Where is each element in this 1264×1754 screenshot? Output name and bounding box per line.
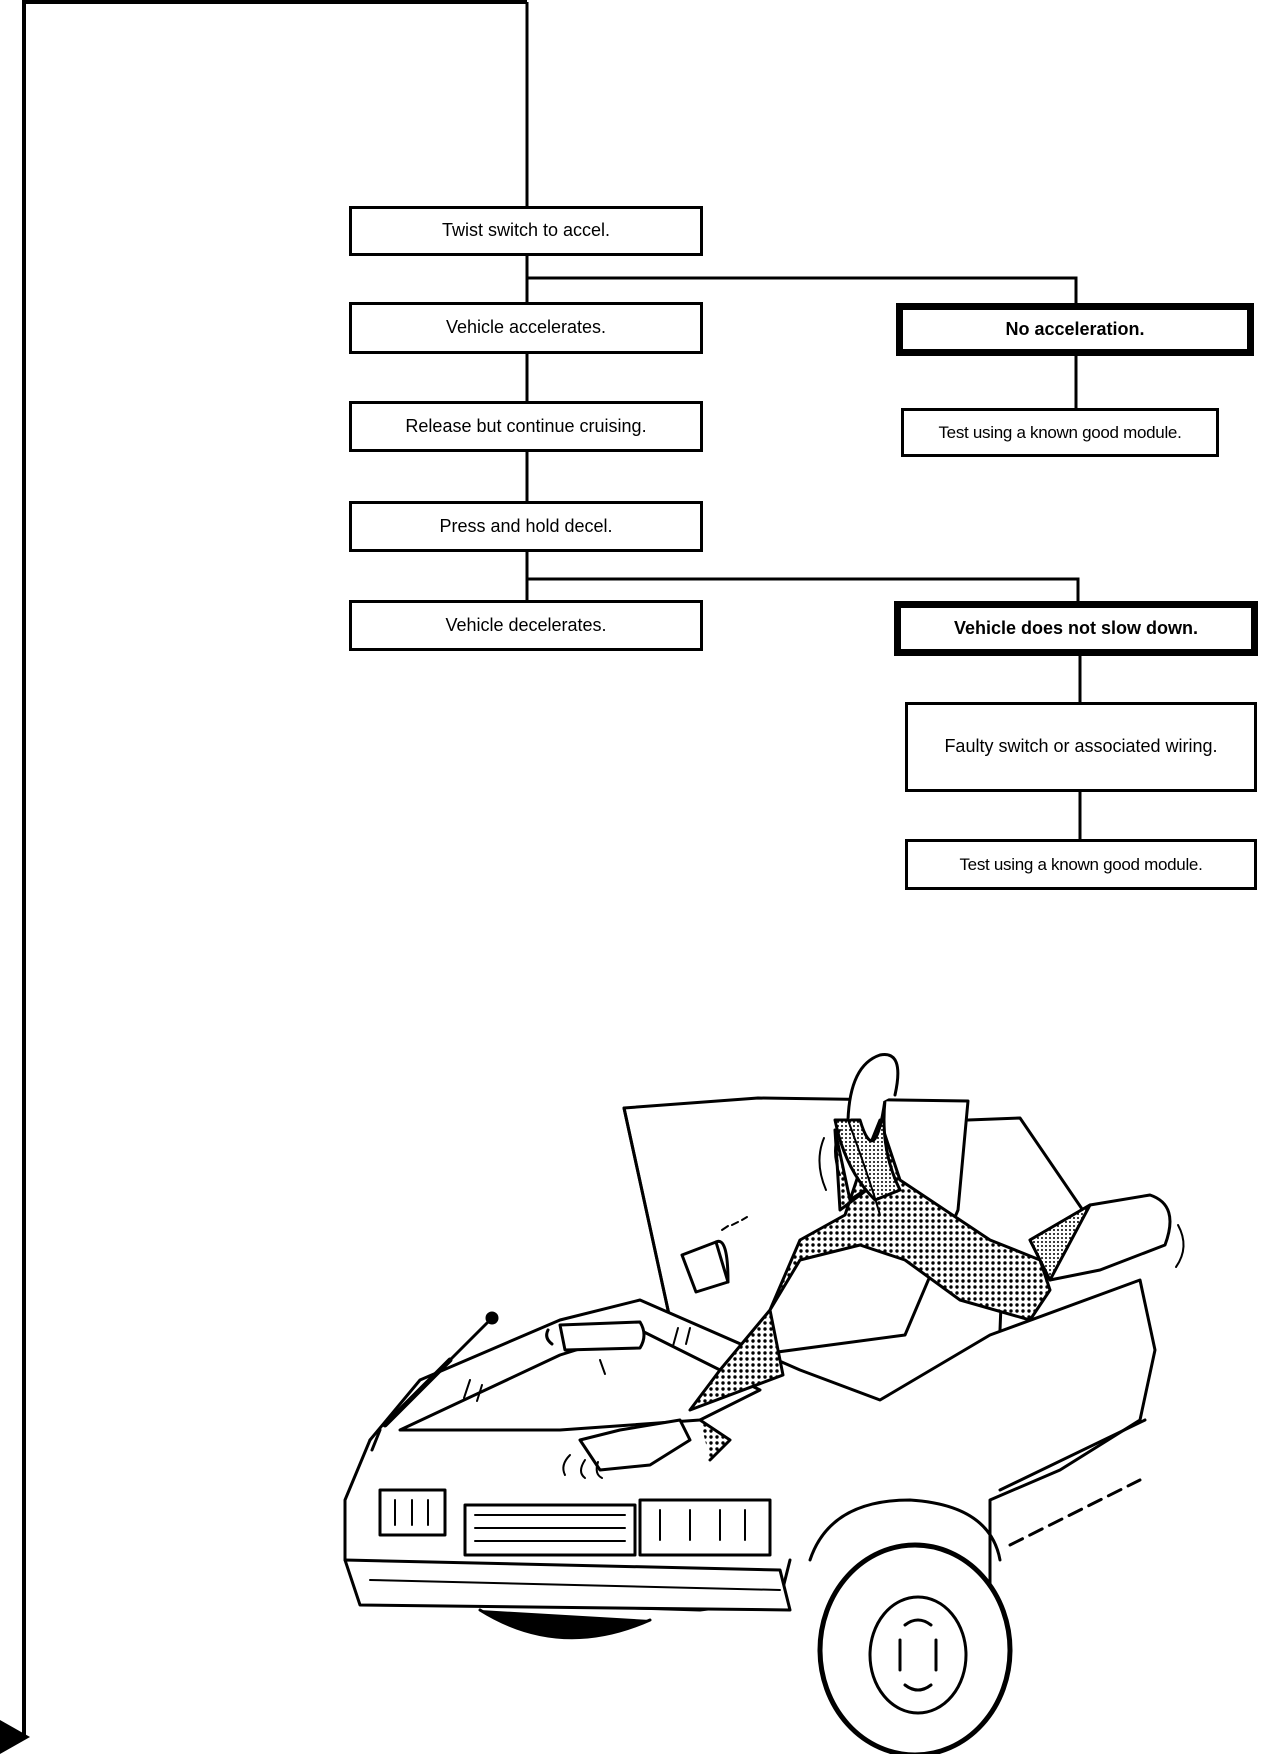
step-press-decel-label: Press and hold decel. bbox=[439, 515, 613, 536]
step-faulty-switch-label: Faulty switch or associated wiring. bbox=[944, 736, 1218, 757]
step-test-module-2-label: Test using a known good module. bbox=[959, 854, 1203, 874]
step-release-cruise-label: Release but continue cruising. bbox=[405, 415, 647, 436]
step-no-acceleration-label: No acceleration. bbox=[1005, 318, 1145, 339]
step-test-module-2: Test using a known good module. bbox=[905, 839, 1257, 890]
step-press-decel: Press and hold decel. bbox=[349, 501, 703, 552]
step-twist-switch: Twist switch to accel. bbox=[349, 206, 703, 256]
step-test-module-1-label: Test using a known good module. bbox=[938, 422, 1182, 442]
step-no-acceleration: No acceleration. bbox=[896, 303, 1254, 356]
step-no-slow-down-label: Vehicle does not slow down. bbox=[953, 617, 1199, 638]
step-vehicle-accelerates-label: Vehicle accelerates. bbox=[445, 317, 607, 338]
step-vehicle-accelerates: Vehicle accelerates. bbox=[349, 302, 703, 354]
step-faulty-switch: Faulty switch or associated wiring. bbox=[905, 702, 1257, 792]
step-release-cruise: Release but continue cruising. bbox=[349, 401, 703, 452]
step-no-slow-down: Vehicle does not slow down. bbox=[894, 601, 1258, 656]
step-vehicle-decelerates-label: Vehicle decelerates. bbox=[445, 614, 607, 635]
step-twist-switch-label: Twist switch to accel. bbox=[441, 220, 611, 241]
step-test-module-1: Test using a known good module. bbox=[901, 408, 1219, 457]
return-arrow-icon bbox=[0, 1720, 30, 1754]
step-vehicle-decelerates: Vehicle decelerates. bbox=[349, 600, 703, 651]
